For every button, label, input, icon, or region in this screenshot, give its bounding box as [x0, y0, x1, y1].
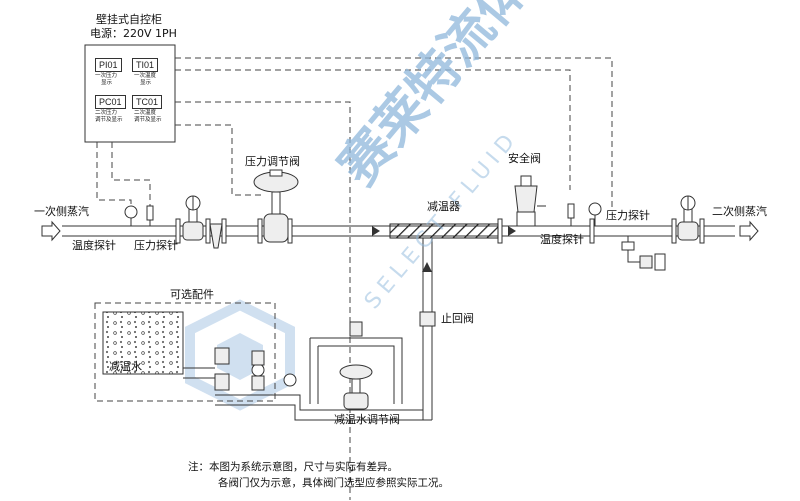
- pressure-valve-label: 压力调节阀: [245, 155, 300, 168]
- instrument-tag-pi01: PI01: [95, 58, 122, 72]
- instrument-desc1-pc01: 二次压力: [95, 110, 118, 116]
- water-tank-label: 减温水: [109, 360, 142, 373]
- water-injection-pipe: [422, 238, 433, 420]
- flow-arrow-icon: [372, 226, 380, 236]
- cabinet-power: 电源：220V 1PH: [90, 27, 177, 40]
- instrument-tag-pc01: PC01: [95, 95, 126, 109]
- note-line-2: 各阀门仅为示意，具体阀门选型应参照实际工况。: [218, 477, 449, 489]
- outlet-gate-valve-icon: [677, 195, 699, 241]
- pressure-probe-left-icon: [146, 205, 154, 226]
- pressure-probe-left-label: 压力探针: [134, 239, 178, 252]
- instrument-desc2-pc01: 调节及显示: [95, 117, 123, 123]
- note-line-1: 注：本图为系统示意图，尺寸与实际有差异。: [188, 461, 398, 473]
- instrument-desc2-ti01: 显示: [140, 80, 152, 86]
- pump-set: [214, 347, 265, 391]
- instrument-tag-tc01: TC01: [132, 95, 163, 109]
- safety-valve-icon: [514, 175, 546, 227]
- inlet-gate-valve-icon: [182, 195, 204, 241]
- safety-valve-label: 安全阀: [508, 152, 541, 165]
- bypass-valve-icon: [349, 321, 363, 337]
- pressure-probe-right-icon: [588, 202, 602, 226]
- water-pressure-gauge-icon: [283, 373, 297, 387]
- inlet-arrow-icon: [41, 220, 61, 242]
- desuperheater-body: [389, 223, 499, 239]
- inlet-label: 一次侧蒸汽: [34, 205, 89, 218]
- optional-label: 可选配件: [170, 288, 214, 301]
- instrument-desc1-ti01: 一次温度: [134, 73, 157, 79]
- water-valve-label: 减温水调节阀: [334, 413, 400, 426]
- temp-probe-left-icon: [124, 205, 138, 226]
- outlet-arrow-icon: [739, 220, 759, 242]
- desuperheater-label: 减温器: [427, 200, 460, 213]
- instrument-desc1-tc01: 二次温度: [134, 110, 157, 116]
- optional-box: [94, 302, 276, 402]
- instrument-desc1-pi01: 一次压力: [95, 73, 118, 79]
- pressure-probe-right-label: 压力探针: [606, 209, 650, 222]
- flow-up-arrow-icon: [422, 262, 432, 272]
- check-valve-icon: [419, 311, 436, 327]
- flow-arrow-2-icon: [508, 226, 516, 236]
- instrument-tag-ti01: TI01: [132, 58, 159, 72]
- pipe-flanges: [175, 218, 705, 244]
- outlet-label: 二次侧蒸汽: [712, 205, 767, 218]
- water-pipe-bottom: [183, 337, 432, 421]
- strainer-icon: [209, 223, 223, 249]
- pressure-control-valve-icon: [253, 169, 299, 243]
- cabinet-title: 壁挂式自控柜: [96, 13, 162, 26]
- check-valve-label: 止回阀: [441, 312, 474, 325]
- instrument-desc2-pi01: 显示: [101, 80, 113, 86]
- temp-probe-right-label: 温度探针: [540, 233, 584, 246]
- water-control-valve-icon: [339, 364, 373, 410]
- temp-probe-left-label: 温度探针: [72, 239, 116, 252]
- water-tank: [102, 311, 184, 375]
- drain-trap-icon: [621, 236, 666, 271]
- instrument-desc2-tc01: 调节及显示: [134, 117, 162, 123]
- temp-probe-right-icon: [567, 203, 575, 226]
